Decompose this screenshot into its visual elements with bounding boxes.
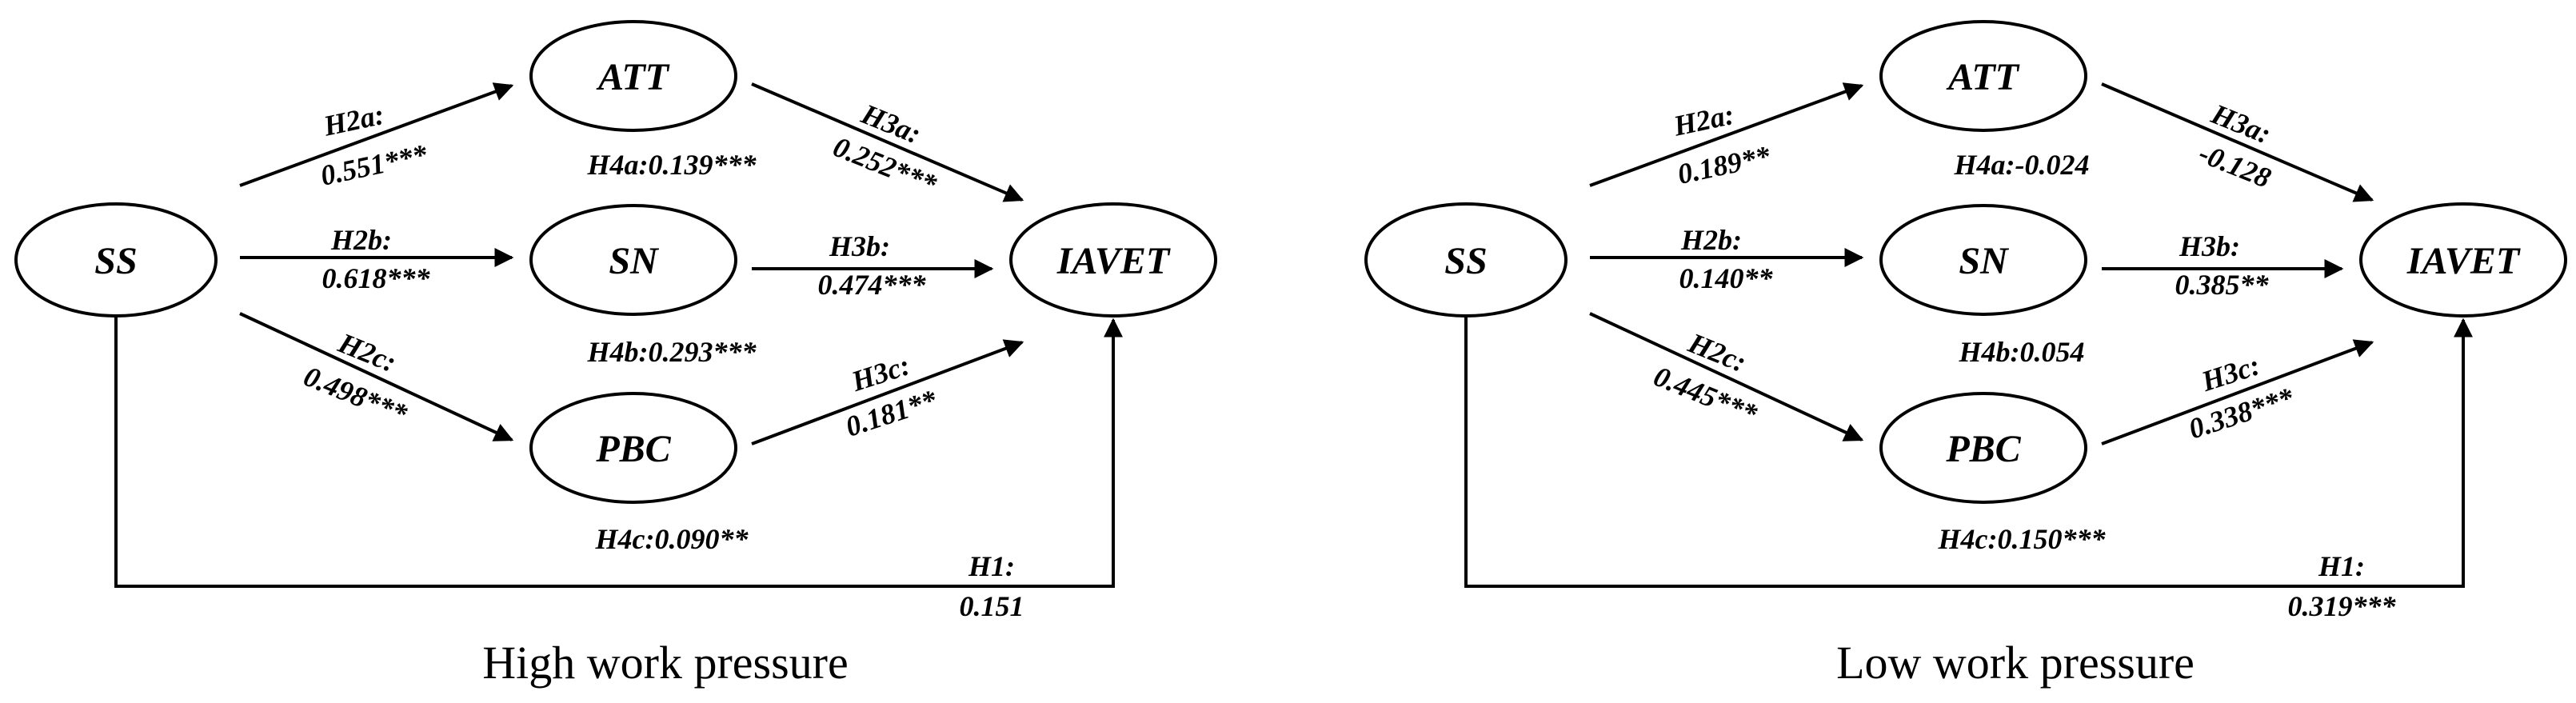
coef-h3b-value: 0.385** [2175,269,2270,301]
coef-h2c-label: H2c: [1683,326,1751,378]
node-sn-label: SN [1959,240,2010,282]
node-att: ATT [1879,20,2087,132]
indirect-h4b: H4b:0.293*** [587,336,757,368]
coef-h2a-value: 0.189** [1675,139,1774,190]
node-iavet: IAVET [1009,202,1217,318]
coef-h3c-label: H3c: [847,349,914,397]
arrow-att-iavet [751,82,1024,202]
panel-low-pressure: SS ATT SN PBC IAVET H2a: 0.1 [1364,20,2567,689]
coef-h1-label: H1: [2318,550,2365,582]
coef-h2b-value: 0.140** [1679,262,1774,294]
arrow-ss-iavet-direct [1464,316,2473,588]
arrow-ss-att [239,82,514,187]
node-att-label: ATT [1946,56,2020,98]
coef-h2b-value: 0.618*** [322,262,431,294]
coef-h2c-value: 0.445*** [1649,360,1762,430]
indirect-h4b: H4b:0.054 [1959,336,2085,368]
arrow-ss-iavet-direct [114,316,1123,588]
coef-h3c-label: H3c: [2197,349,2264,397]
arrow-pbc-iavet [751,339,1024,445]
panel-high-pressure: SS ATT SN PBC IAVET H2a: 0.5 [14,20,1217,689]
arrow-ss-att [1589,82,1864,187]
coef-h3b-value: 0.474*** [818,269,927,301]
coef-h2c-label: H2c: [333,326,401,378]
node-pbc: PBC [1879,392,2087,504]
panel-caption: High work pressure [482,637,848,689]
node-att-label: ATT [596,56,670,98]
arrow-ss-pbc [239,312,514,441]
indirect-h4c: H4c:0.150*** [1938,523,2107,555]
node-sn-label: SN [609,240,660,282]
node-sn: SN [529,204,737,316]
node-ss: SS [14,202,218,318]
arrow-pbc-iavet [2101,339,2374,445]
arrow-ss-pbc [1589,312,1864,441]
node-pbc-label: PBC [595,428,671,470]
coef-h1-value: 0.151 [960,590,1024,622]
node-iavet-label: IAVET [2406,240,2521,282]
node-ss-label: SS [1444,240,1487,282]
indirect-h4a: H4a:-0.024 [1954,149,2090,181]
indirect-h4a: H4a:0.139*** [587,149,757,181]
node-pbc: PBC [529,392,737,504]
node-ss-label: SS [94,240,137,282]
coef-h2c-value: 0.498*** [299,360,412,430]
coef-h1-value: 0.319*** [2288,590,2397,622]
node-att: ATT [529,20,737,132]
node-ss: SS [1364,202,1568,318]
coef-h2b-label: H2b: [1680,224,1742,256]
indirect-h4c: H4c:0.090** [595,523,749,555]
node-iavet: IAVET [2359,202,2567,318]
coef-h2a-value: 0.551*** [318,138,430,191]
panel-caption: Low work pressure [1836,637,2195,689]
coef-h1-label: H1: [968,550,1015,582]
coef-h2b-label: H2b: [330,224,392,256]
node-pbc-label: PBC [1945,428,2021,470]
coef-h3b-label: H3b: [2179,230,2240,262]
coef-h3b-label: H3b: [829,230,890,262]
node-iavet-label: IAVET [1056,240,1171,282]
node-sn: SN [1879,204,2087,316]
arrow-att-iavet [2101,82,2374,202]
